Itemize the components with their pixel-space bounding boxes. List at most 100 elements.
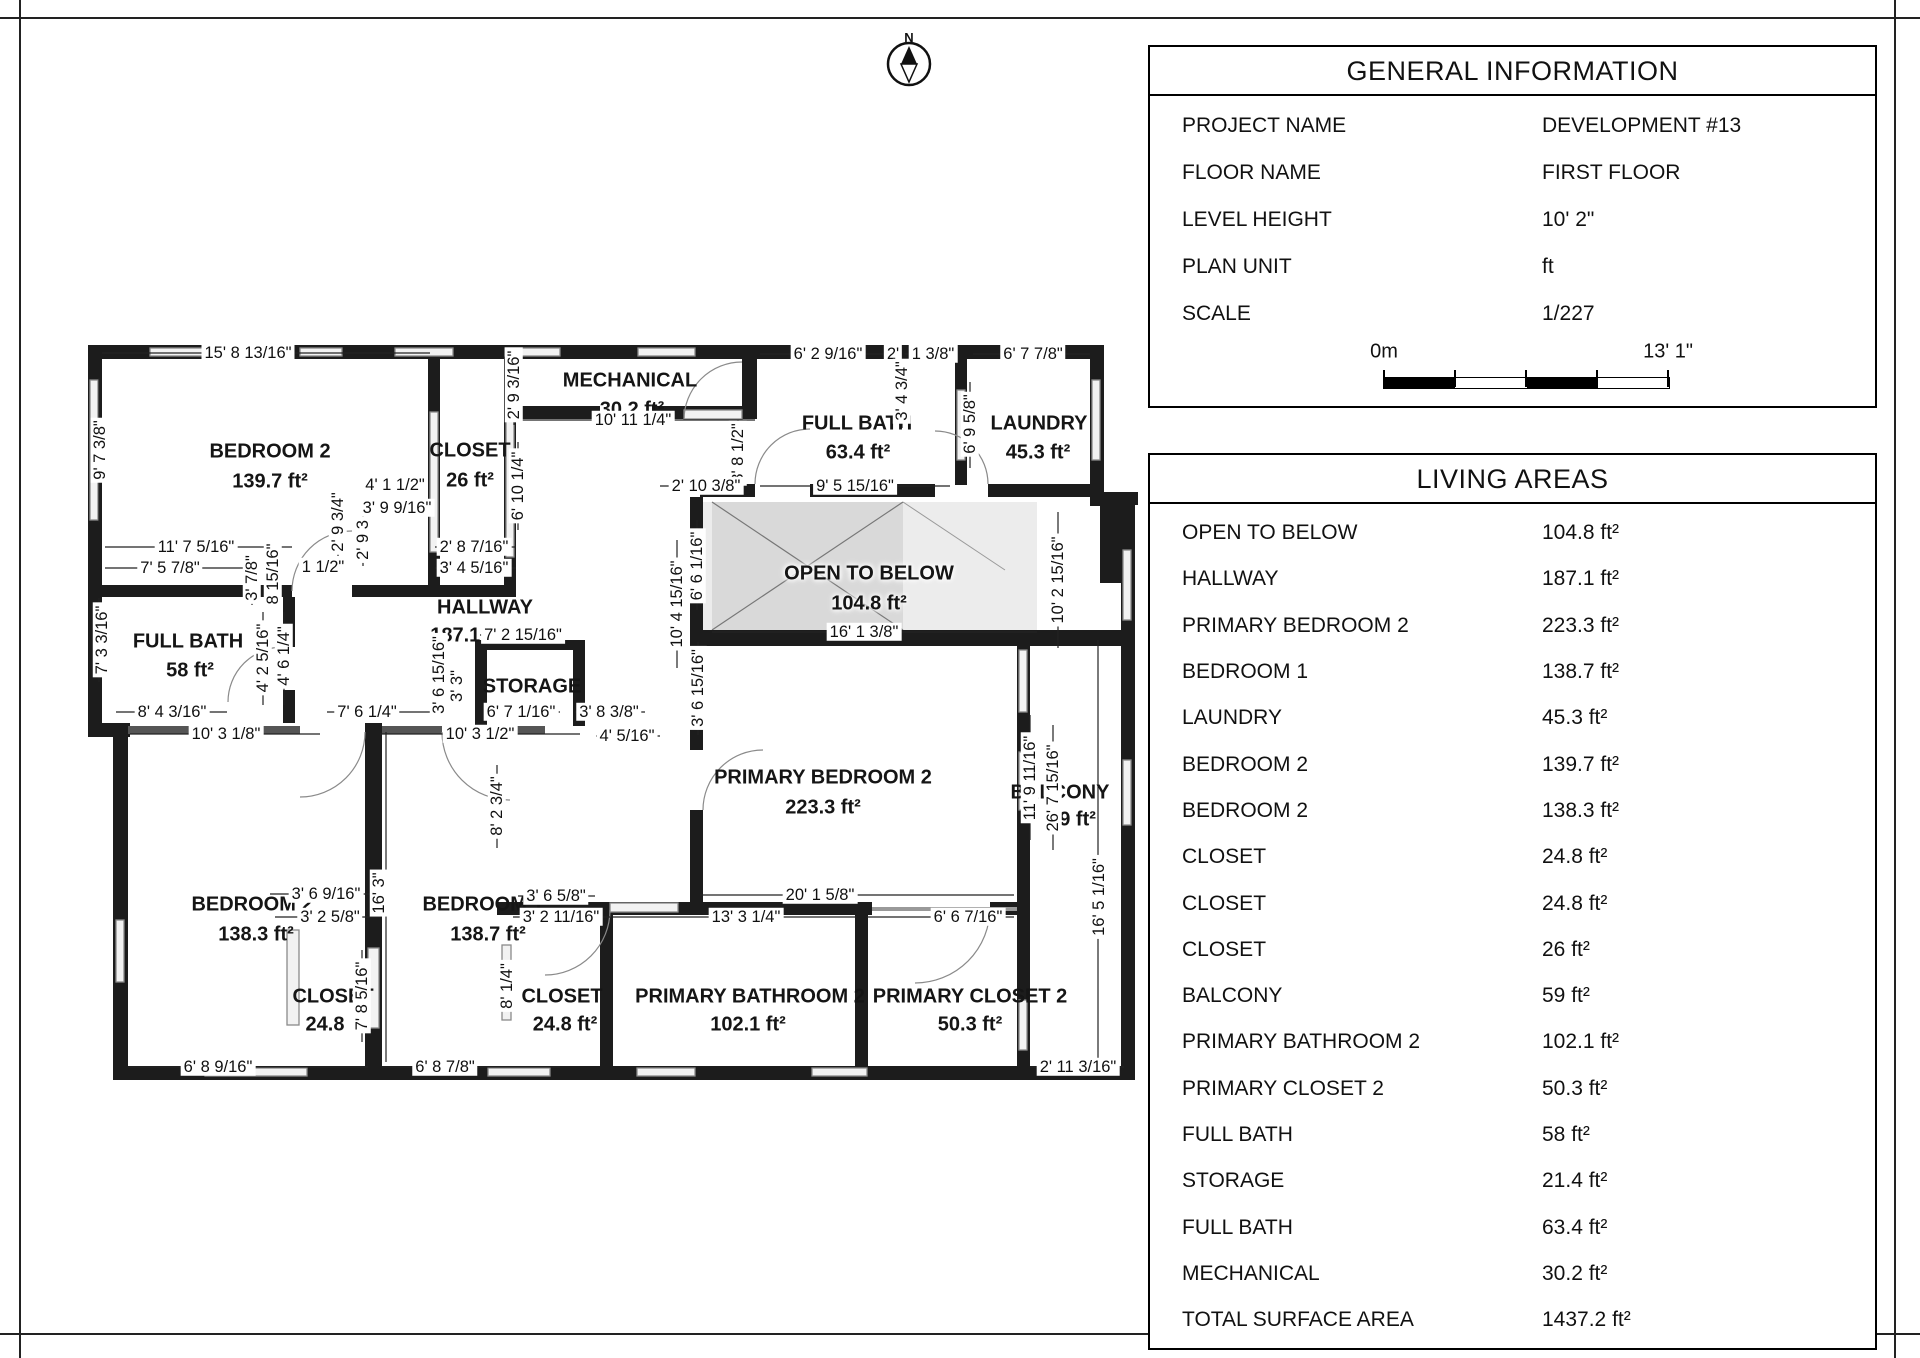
area-name: CLOSET: [1182, 891, 1267, 915]
info-value: DEVELOPMENT #13: [1542, 113, 1742, 137]
area-value: 1437.2 ft²: [1542, 1308, 1631, 1332]
area-row: STORAGE 21.4 ft²: [1150, 1158, 1875, 1204]
info-value: FIRST FLOOR: [1542, 160, 1681, 184]
area-name: PRIMARY BATHROOM 2: [1182, 1030, 1421, 1054]
room-area: 50.3 ft²: [937, 1013, 1003, 1036]
area-row: CLOSET 26 ft²: [1150, 927, 1875, 973]
dimension-label: 2' 9 3/16": [504, 347, 524, 423]
dimension-label: 6' 2 9/16": [790, 344, 866, 364]
info-row: LEVEL HEIGHT 10' 2": [1150, 196, 1875, 243]
dimension-label: 3' 2 11/16": [519, 907, 603, 927]
room-label: BEDROOM 2: [209, 440, 331, 463]
dimension-label: 1 3/8": [908, 344, 958, 364]
area-row: PRIMARY BEDROOM 2 223.3 ft²: [1150, 603, 1875, 649]
room-label: PRIMARY BEDROOM 2: [714, 766, 932, 789]
area-value: 24.8 ft²: [1542, 845, 1608, 869]
room-area: 104.8 ft²: [831, 592, 907, 615]
area-row: FULL BATH 63.4 ft²: [1150, 1204, 1875, 1250]
area-value: 58 ft²: [1542, 1123, 1590, 1146]
room-label: CLOSET: [521, 985, 603, 1008]
dimension-label: 6' 6 1/16": [687, 528, 707, 604]
area-value: 139.7 ft²: [1542, 752, 1620, 776]
area-name: BEDROOM 2: [1182, 798, 1309, 822]
area-value: 50.3 ft²: [1542, 1076, 1608, 1100]
area-row: PRIMARY CLOSET 2 50.3 ft²: [1150, 1066, 1875, 1112]
room-label: LAUNDRY: [990, 412, 1088, 435]
info-label: PLAN UNIT: [1182, 254, 1292, 278]
info-value: 10' 2": [1542, 207, 1595, 231]
dimension-label: 11' 9 11/16": [1020, 732, 1040, 824]
dimension-label: 7' 5 7/8": [137, 558, 203, 578]
area-value: 26 ft²: [1542, 937, 1590, 961]
dimension-label: 4' 5/16": [596, 726, 658, 746]
room-label: BEDROOM 2: [191, 893, 313, 916]
dimension-label: 13' 3 1/4": [708, 907, 784, 927]
info-row: SCALE 1/227: [1150, 290, 1875, 337]
room-label: OPEN TO BELOW: [784, 562, 954, 585]
room-label: PRIMARY CLOSET 2: [872, 985, 1068, 1008]
area-value: 138.7 ft²: [1542, 660, 1620, 684]
area-name: BALCONY: [1182, 984, 1283, 1008]
area-name: STORAGE: [1182, 1169, 1285, 1193]
dimension-label: 7' 3 3/16": [92, 602, 112, 678]
dimension-label: 16' 3": [369, 869, 389, 917]
info-label: LEVEL HEIGHT: [1182, 207, 1332, 231]
area-name: FULL BATH: [1182, 1215, 1293, 1239]
area-value: 138.3 ft²: [1542, 798, 1620, 822]
dimension-label: 15' 8 13/16": [201, 343, 295, 363]
area-row: OPEN TO BELOW 104.8 ft²: [1150, 510, 1875, 556]
dimension-label: 4' 1 1/2": [362, 475, 428, 495]
dimension-label: 3' 6 15/16": [429, 633, 449, 717]
dimension-label: 3' 6 15/16": [688, 646, 708, 730]
area-name: LAUNDRY: [1182, 706, 1282, 730]
dimension-label: 3' 6 5/8": [523, 886, 589, 906]
dimension-label: 3' 4 3/4": [892, 358, 912, 424]
dimension-label: 2' 8 7/16": [436, 537, 512, 557]
dimension-label: 7' 8 5/16": [352, 958, 372, 1034]
scale-bar-start-label: 0m: [1370, 340, 1398, 363]
dimension-label: 10' 11 1/4": [591, 410, 675, 430]
dimension-label: 10' 3 1/8": [188, 724, 264, 744]
open-to-below-hatch: [703, 501, 1037, 631]
dimension-label: 10' 2 15/16": [1048, 533, 1068, 627]
area-name: TOTAL SURFACE AREA: [1182, 1308, 1414, 1332]
living-areas-panel: LIVING AREAS OPEN TO BELOW 104.8 ft² HAL…: [1148, 453, 1877, 1350]
dimension-label: 3' 2 5/8": [297, 907, 363, 927]
scale-bar-end-label: 13' 1": [1643, 340, 1693, 363]
info-label: SCALE: [1182, 301, 1251, 325]
info-row: FLOOR NAME FIRST FLOOR: [1150, 149, 1875, 196]
dimension-label: 3' 7/8": [242, 552, 262, 604]
area-row: HALLWAY 187.1 ft²: [1150, 556, 1875, 602]
area-row: TOTAL SURFACE AREA 1437.2 ft²: [1150, 1297, 1875, 1343]
scale-bar: [1383, 370, 1670, 389]
area-name: HALLWAY: [1182, 567, 1279, 591]
dimension-label: 2' 9 3/4": [328, 489, 348, 555]
area-name: MECHANICAL: [1182, 1261, 1320, 1285]
dimension-label: 11' 7 5/16": [154, 537, 238, 557]
dimension-label: 6' 8 9/16": [180, 1057, 256, 1077]
info-value: ft: [1542, 254, 1554, 278]
dimension-label: 26' 7 15/16": [1043, 741, 1063, 835]
room-area: 138.3 ft²: [218, 923, 294, 946]
dimension-label: 8' 4 3/16": [134, 702, 210, 722]
room-area: 58 ft²: [166, 659, 214, 682]
dimension-label: 1 1/2": [298, 557, 348, 577]
room-label: STORAGE: [482, 675, 582, 698]
dimension-label: 3' 8 3/8": [576, 702, 642, 722]
room-label: FULL BATH: [801, 412, 913, 435]
dimension-label: 6' 7 1/16": [483, 702, 559, 722]
compass-north-label: N: [904, 30, 913, 45]
dimension-label: 6' 10 1/4": [508, 448, 528, 524]
room-area: 63.4 ft²: [825, 441, 891, 464]
dimension-label: 2' 9 3: [353, 517, 373, 563]
area-row: BALCONY 59 ft²: [1150, 973, 1875, 1019]
dimension-label: 9' 7 3/8": [90, 417, 110, 483]
dimension-label: 3' 4 5/16": [436, 558, 512, 578]
room-label: MECHANICAL: [562, 369, 698, 392]
area-name: CLOSET: [1182, 937, 1267, 961]
dimension-label: 8 15/16": [263, 540, 283, 608]
area-row: CLOSET 24.8 ft²: [1150, 834, 1875, 880]
room-area: 24.8: [305, 1013, 345, 1036]
